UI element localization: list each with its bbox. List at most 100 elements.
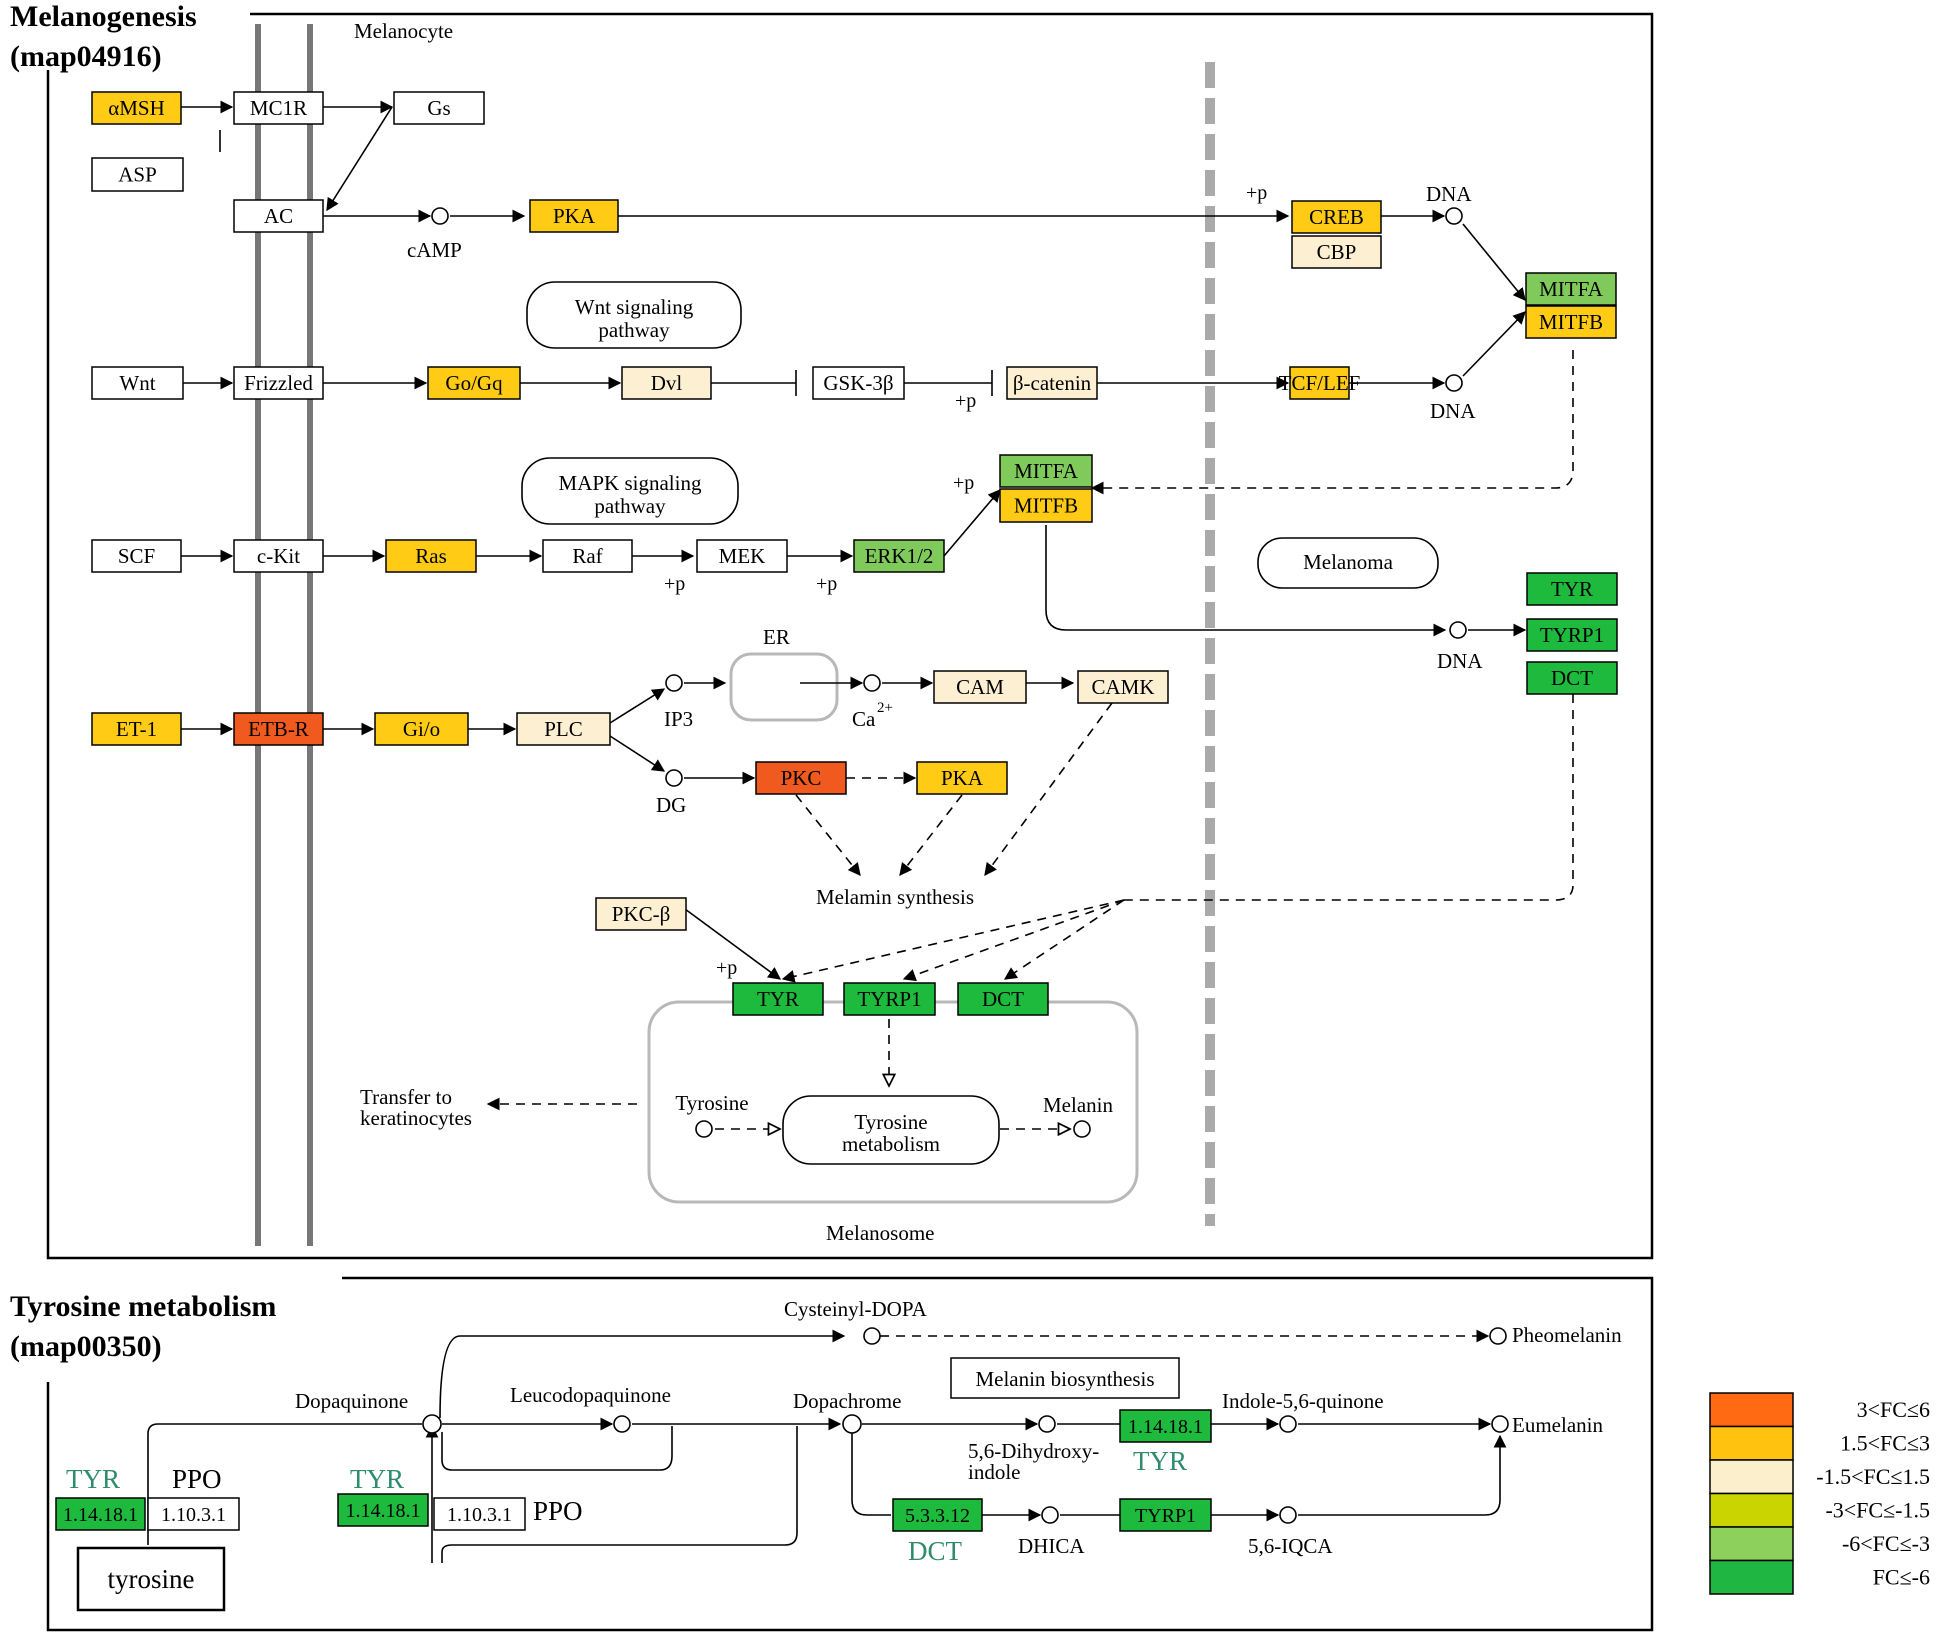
- legend-swatch: [1709, 1459, 1794, 1495]
- gene-cbp[interactable]: CBP: [1291, 235, 1382, 269]
- legend-item: 1.5<FC≤3: [1709, 1425, 1930, 1461]
- tyrosine-edges: [147, 1329, 1507, 1563]
- gene-label: ET-1: [116, 717, 157, 741]
- gene-dvl[interactable]: Dvl: [621, 366, 712, 400]
- gene-label: SCF: [118, 544, 155, 568]
- gene-mc1r[interactable]: MC1R: [233, 91, 324, 125]
- gene-label: αMSH: [108, 96, 165, 120]
- gene-gsk3b[interactable]: GSK-3β: [812, 366, 905, 400]
- gene-raf[interactable]: Raf: [542, 539, 633, 573]
- enzyme-label: 1.14.18.1: [1128, 1416, 1203, 1438]
- gene-tyr-mel[interactable]: TYR: [732, 982, 824, 1016]
- tyrosine-compounds: [422, 1327, 1509, 1524]
- tyr-label-1: TYR: [66, 1464, 120, 1494]
- cysteinyl-dopa-label: Cysteinyl-DOPA: [784, 1297, 928, 1321]
- mapk-pathway-link[interactable]: MAPK signaling pathway: [521, 457, 739, 525]
- gene-frizzled[interactable]: Frizzled: [233, 366, 324, 400]
- gene-label: TYR: [1551, 577, 1593, 601]
- tyrosine-metabolism-map-id: (map00350): [10, 1330, 162, 1363]
- phospho-bcatenin: +p: [955, 390, 976, 412]
- transfer-label-line2: keratinocytes: [360, 1106, 472, 1130]
- gene-mitfa-mid[interactable]: MITFA: [999, 454, 1093, 488]
- melanin-label: Melanin: [1043, 1093, 1113, 1117]
- transfer-label-line1: Transfer to: [360, 1085, 452, 1109]
- gene-label: Frizzled: [244, 371, 313, 395]
- wnt-pathway-link[interactable]: Wnt signaling pathway: [526, 281, 742, 349]
- gene-etbr[interactable]: ETB-R: [233, 712, 324, 746]
- gene-wnt[interactable]: Wnt: [91, 366, 184, 400]
- gene-pka-top[interactable]: PKA: [529, 199, 619, 233]
- gene-tyrp1-right[interactable]: TYRP1: [1526, 618, 1618, 652]
- enzyme-ppo-1[interactable]: 1.10.3.1: [147, 1497, 240, 1531]
- gene-label: DCT: [982, 987, 1024, 1011]
- gene-ras[interactable]: Ras: [385, 539, 477, 573]
- gene-mitfb-mid[interactable]: MITFB: [999, 488, 1093, 523]
- gene-dct-right[interactable]: DCT: [1526, 661, 1618, 695]
- gene-bcatenin[interactable]: β-catenin: [1006, 366, 1098, 400]
- enzyme-label: 1.10.3.1: [161, 1504, 226, 1526]
- dct-label: DCT: [908, 1536, 963, 1566]
- gene-pkcb[interactable]: PKC-β: [595, 897, 687, 931]
- gene-pkc[interactable]: PKC: [755, 761, 847, 795]
- gene-dct-mel[interactable]: DCT: [957, 982, 1049, 1016]
- gene-creb[interactable]: CREB: [1291, 200, 1382, 234]
- gene-tyr-right[interactable]: TYR: [1526, 572, 1618, 606]
- enzyme-label: 1.14.18.1: [346, 1500, 421, 1522]
- gene-et1[interactable]: ET-1: [91, 712, 182, 746]
- gene-plc[interactable]: PLC: [516, 712, 611, 746]
- gene-amsh[interactable]: αMSH: [91, 91, 182, 125]
- dhi-label-line1: 5,6-Dihydroxy-: [968, 1439, 1099, 1463]
- indole-quinone-node: [1279, 1415, 1297, 1433]
- gene-pka-low[interactable]: PKA: [916, 761, 1008, 795]
- gene-label: Dvl: [651, 371, 683, 395]
- leucodopaquinone-node: [613, 1415, 631, 1433]
- gene-asp[interactable]: ASP: [91, 157, 184, 192]
- gene-label: ERK1/2: [865, 544, 934, 568]
- enzyme-tyr-1[interactable]: 1.14.18.1: [55, 1497, 146, 1531]
- gene-label: TYRP1: [1540, 623, 1604, 647]
- gene-erk[interactable]: ERK1/2: [853, 539, 945, 573]
- gene-tcflef[interactable]: TCF/LEF: [1279, 366, 1361, 400]
- gene-cam[interactable]: CAM: [933, 670, 1027, 704]
- tyrosine-node[interactable]: tyrosine: [76, 1546, 226, 1612]
- iqca-label: 5,6-IQCA: [1248, 1534, 1333, 1558]
- dg-label: DG: [656, 793, 686, 817]
- melanosome-label: Melanosome: [826, 1221, 934, 1245]
- tyrosine-metabolism-link[interactable]: Tyrosine metabolism: [782, 1095, 1000, 1165]
- tyrosine-label: Tyrosine: [675, 1091, 748, 1115]
- melanin-biosynthesis-link[interactable]: Melanin biosynthesis: [950, 1357, 1180, 1399]
- dg-node: [665, 769, 683, 787]
- gene-mitfb-top[interactable]: MITFB: [1525, 305, 1617, 339]
- gene-gogq[interactable]: Go/Gq: [427, 366, 521, 400]
- gene-scf[interactable]: SCF: [91, 539, 182, 573]
- er-label: ER: [763, 625, 790, 649]
- dopaquinone-node: [422, 1414, 442, 1434]
- tyrosine-text: tyrosine: [108, 1564, 195, 1594]
- dna-node-3: [1449, 621, 1467, 639]
- gene-mek[interactable]: MEK: [696, 539, 788, 573]
- pheomelanin-node: [1489, 1327, 1507, 1345]
- gene-gio[interactable]: Gi/o: [374, 712, 469, 746]
- wnt-pathway-line2: pathway: [598, 318, 670, 342]
- gene-mitfa-top[interactable]: MITFA: [1525, 272, 1617, 306]
- legend-swatch: [1709, 1425, 1794, 1461]
- enzyme-tyr-3[interactable]: 1.14.18.1: [1119, 1409, 1212, 1443]
- melanoma-link[interactable]: Melanoma: [1257, 537, 1439, 589]
- enzyme-tyr-2[interactable]: 1.14.18.1: [337, 1493, 429, 1527]
- enzyme-ppo-2[interactable]: 1.10.3.1: [433, 1497, 526, 1531]
- enzyme-dct[interactable]: 5.3.3.12: [892, 1498, 983, 1532]
- tyrosine-metabolism-title: Tyrosine metabolism: [10, 1290, 276, 1323]
- legend-swatch: [1709, 1526, 1794, 1562]
- melanogenesis-compounds: [431, 207, 1467, 1138]
- ca-node: [863, 674, 881, 692]
- gene-label: CBP: [1317, 240, 1357, 264]
- gene-tyrp1-mel[interactable]: TYRP1: [843, 982, 936, 1016]
- gene-camk[interactable]: CAMK: [1077, 670, 1169, 704]
- gene-ckit[interactable]: c-Kit: [233, 539, 324, 573]
- gene-ac[interactable]: AC: [233, 199, 324, 233]
- enzyme-tyrp1[interactable]: TYRP1: [1119, 1498, 1212, 1532]
- gene-label: PKA: [553, 204, 596, 228]
- gene-gs[interactable]: Gs: [393, 91, 485, 125]
